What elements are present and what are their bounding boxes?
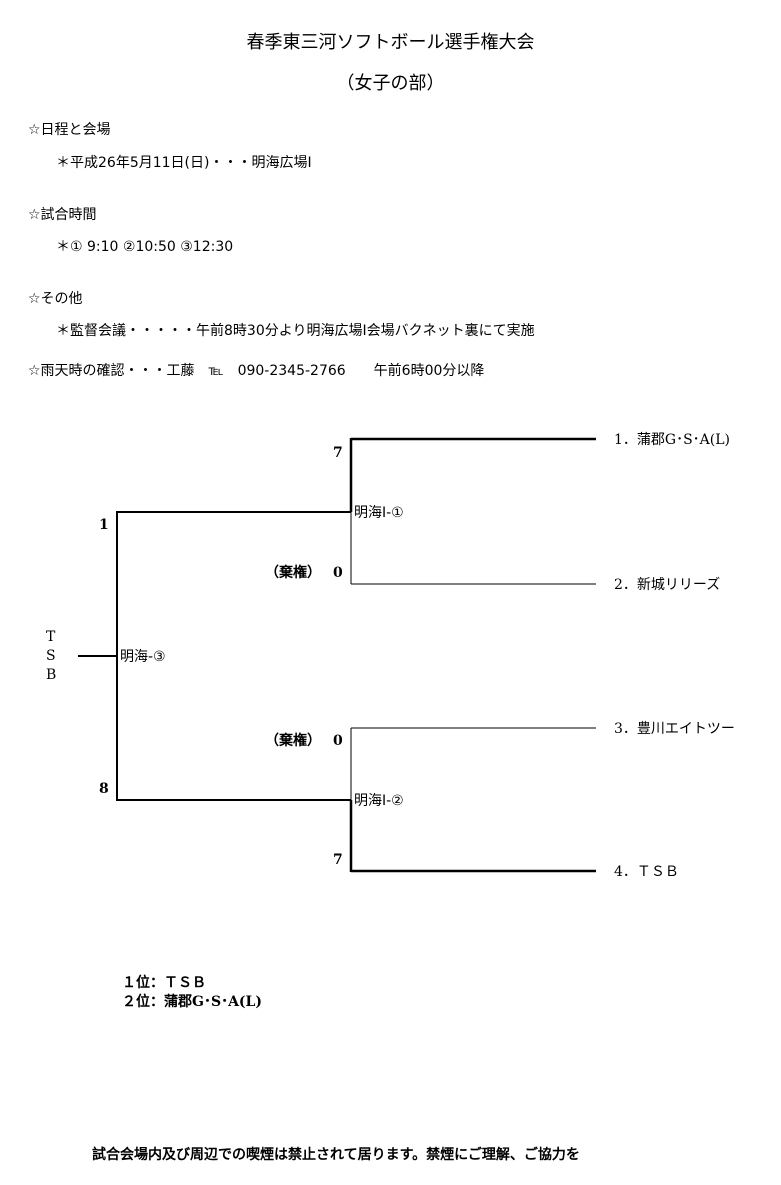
times-heading: ☆試合時間: [28, 207, 97, 223]
match2-venue: 明海Ⅰ-②: [354, 793, 404, 809]
other-detail: ＊監督会議・・・・・午前8時30分より明海広場Ⅰ会場バクネット裏にて実施: [56, 323, 535, 339]
page-title: 春季東三河ソフトボール選手権大会: [246, 32, 535, 53]
champion-letter: B: [46, 667, 57, 683]
final-score-bottom: 8: [99, 781, 109, 797]
result-first: １位：ＴＳＢ: [122, 975, 206, 991]
match1-note: （棄権）: [265, 565, 321, 581]
match1-score-bottom: 0: [333, 565, 343, 581]
champion-letter: S: [46, 648, 56, 664]
page-subtitle: （女子の部）: [336, 73, 445, 94]
final-venue: 明海-③: [120, 649, 166, 665]
match2-score-top: 0: [333, 733, 343, 749]
result-second: ２位：蒲郡G･S･A(L): [122, 994, 263, 1010]
team-3: 3．豊川エイトツー: [614, 721, 735, 737]
match2-note: （棄権）: [265, 733, 321, 749]
final-score-top: 1: [99, 517, 109, 533]
footer-notice: 試合会場内及び周辺での喫煙は禁止されて居ります。禁煙にご理解、ご協力を: [92, 1147, 580, 1163]
other-heading: ☆その他: [28, 291, 83, 307]
match1-score-top: 7: [333, 445, 343, 461]
rain-check: ☆雨天時の確認・・・工藤 ℡ 090-2345-2766 午前6時00分以降: [28, 363, 485, 379]
match2-score-bottom: 7: [333, 852, 343, 868]
team-4: 4．ＴＳＢ: [614, 864, 679, 880]
team-2: 2．新城リリーズ: [614, 577, 721, 593]
match1-venue: 明海Ⅰ-①: [354, 505, 404, 521]
times-detail: ＊① 9:10 ②10:50 ③12:30: [56, 239, 234, 255]
team-1: 1．蒲郡G･S･A(L): [614, 432, 731, 448]
schedule-heading: ☆日程と会場: [28, 122, 111, 138]
schedule-detail: ＊平成26年5月11日(日)・・・明海広場Ⅰ: [56, 155, 312, 171]
champion-letter: T: [46, 629, 56, 645]
